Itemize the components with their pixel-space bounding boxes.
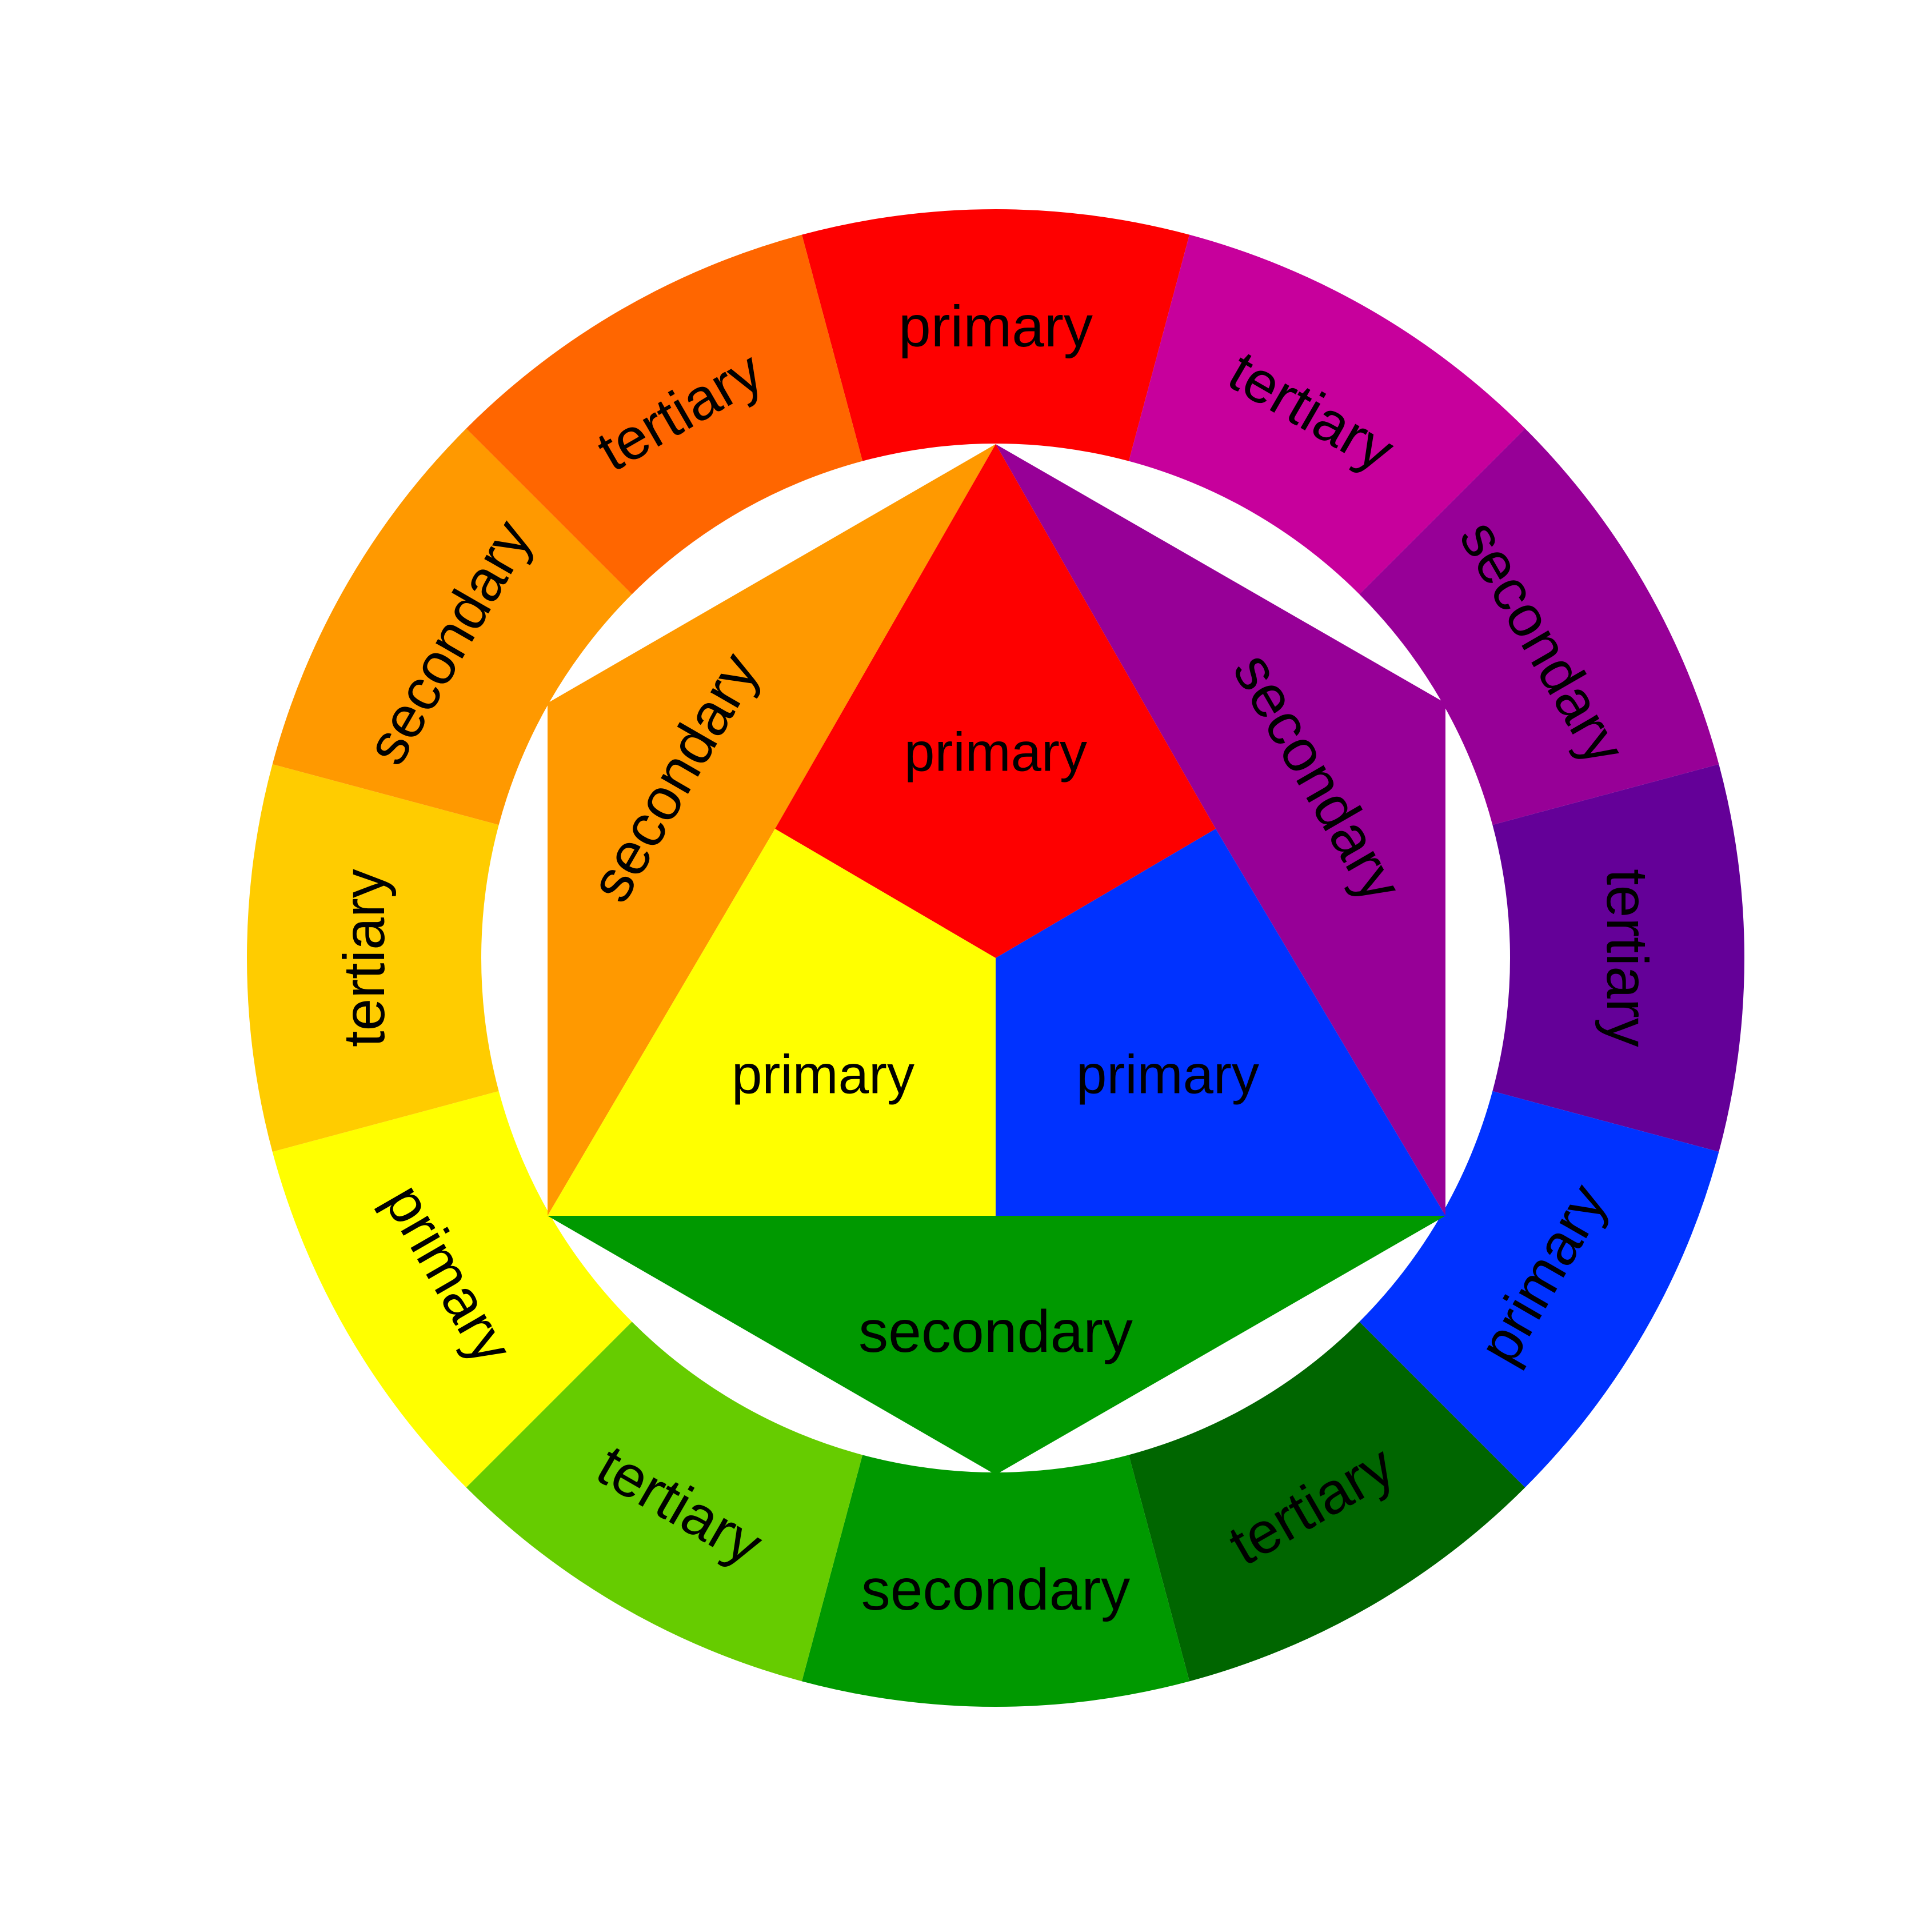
primary-yellow-label: primary bbox=[732, 1044, 914, 1105]
ring-segment-6 bbox=[801, 1455, 1190, 1707]
secondary-green-label: secondary bbox=[858, 1299, 1133, 1365]
ring-segment-8 bbox=[272, 1091, 632, 1488]
ring-segment-4 bbox=[1359, 1091, 1719, 1488]
secondary-orange-shape bbox=[548, 444, 996, 1216]
primary-red-shape bbox=[775, 444, 1216, 958]
ring-segment-3 bbox=[1492, 764, 1744, 1152]
primary-red-label: primary bbox=[904, 722, 1087, 783]
ring-segment-2 bbox=[1359, 428, 1719, 825]
inner-triangle-group: primary primary primary secondary second… bbox=[548, 444, 1445, 1475]
ring-segment-7 bbox=[466, 1322, 863, 1682]
ring-segment-label-6: secondary bbox=[861, 1557, 1131, 1622]
ring-segment-0 bbox=[801, 209, 1190, 461]
ring-segment-1 bbox=[1128, 234, 1525, 594]
ring-segment-label-3: tertiary bbox=[1595, 869, 1660, 1047]
primary-yellow-shape bbox=[548, 829, 996, 1216]
ring-segment-5 bbox=[1128, 1322, 1525, 1682]
ring-segment-11 bbox=[466, 234, 863, 594]
primary-blue-label: primary bbox=[1076, 1044, 1259, 1105]
secondary-purple-shape bbox=[996, 444, 1445, 1216]
outer-ring: primarytertiarysecondarytertiaryprimaryt… bbox=[247, 209, 1744, 1707]
ring-segment-label-9: tertiary bbox=[332, 869, 397, 1047]
ring-segment-9 bbox=[247, 764, 499, 1152]
secondary-green-shape bbox=[548, 1216, 1445, 1475]
ring-segment-label-0: primary bbox=[898, 294, 1093, 359]
ring-segment-10 bbox=[272, 428, 632, 825]
primary-blue-shape bbox=[996, 829, 1445, 1216]
